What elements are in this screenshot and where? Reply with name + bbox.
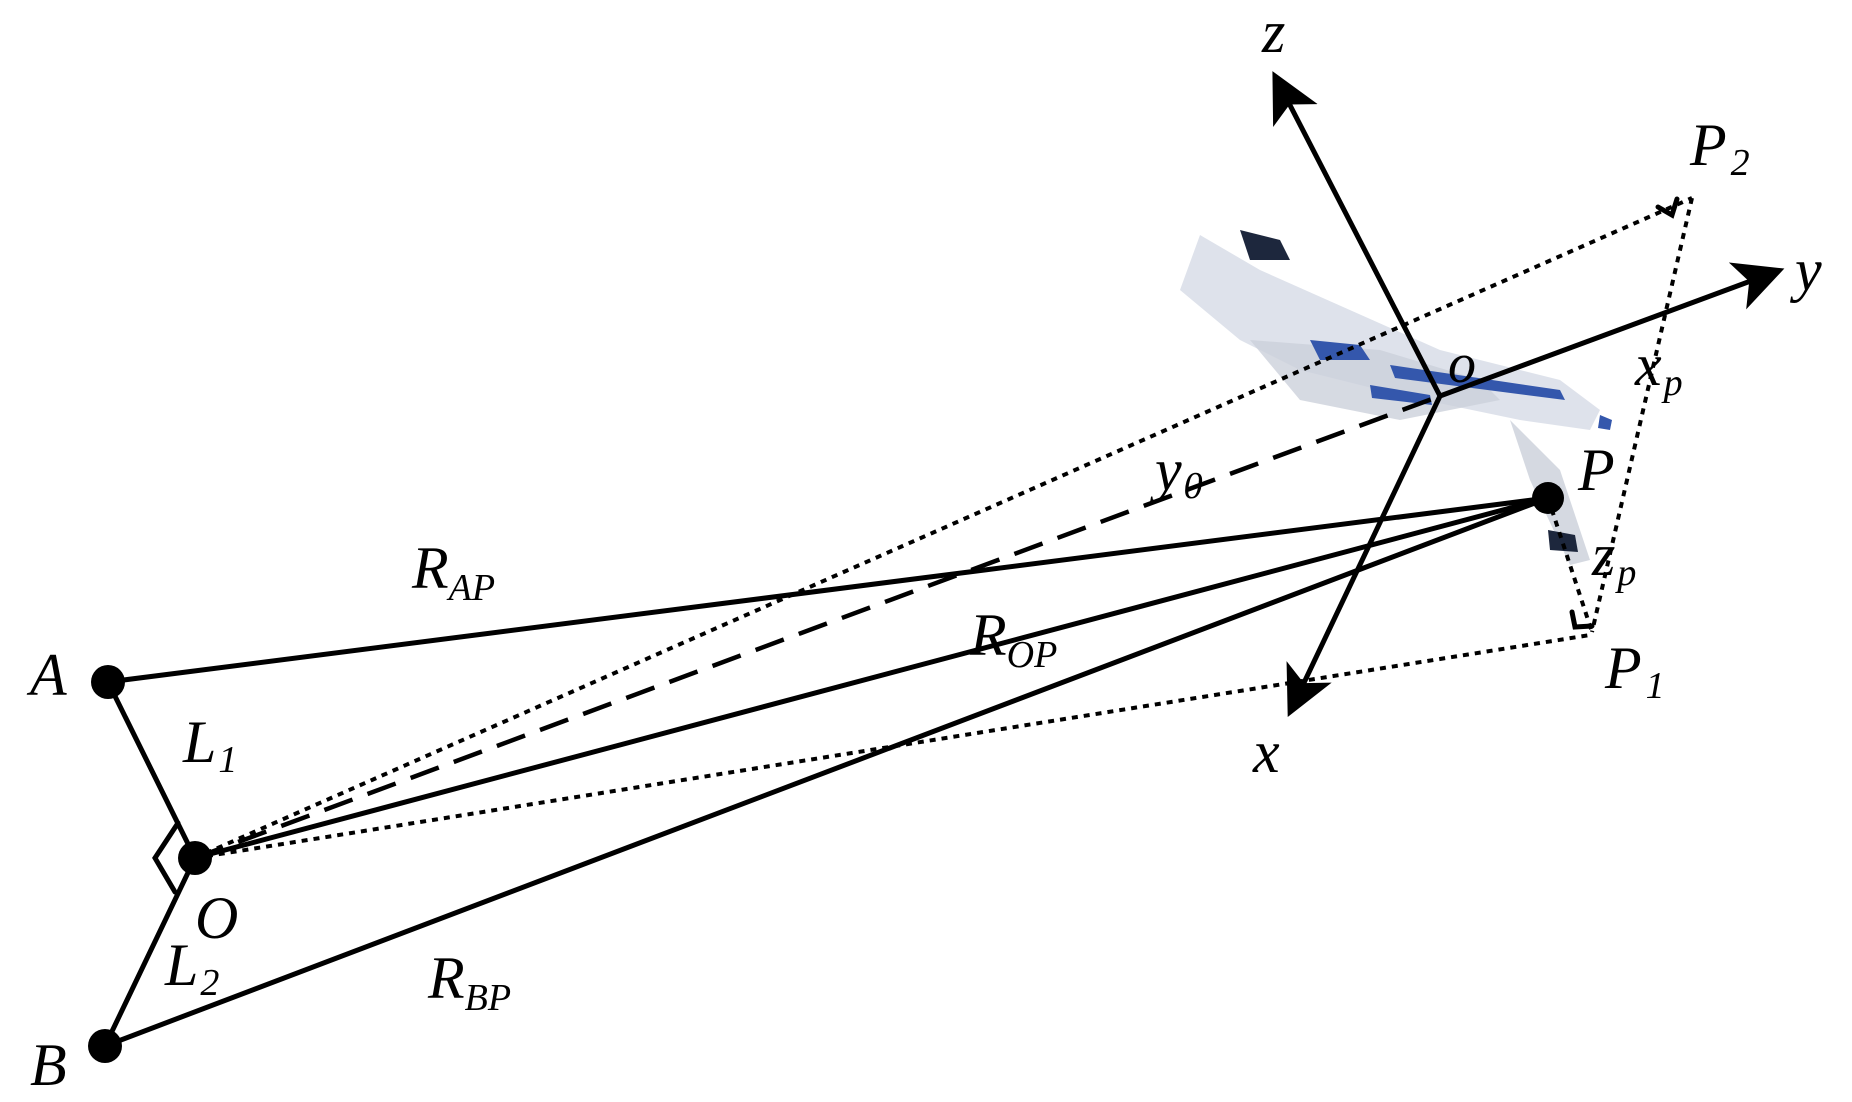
label-P: P	[1577, 437, 1615, 503]
label-RAP: RAP	[411, 535, 495, 609]
line-O-P	[192, 495, 1551, 861]
label-xp-sub: p	[1661, 362, 1683, 404]
line-A-O	[105, 679, 198, 861]
label-origin: o	[1448, 333, 1476, 395]
line-P2-P1	[1590, 197, 1694, 633]
label-P2-sub: 2	[1731, 142, 1750, 184]
right-angle-P2	[1655, 196, 1680, 219]
axis-x	[1286, 394, 1443, 718]
label-z-axis: z	[1261, 0, 1285, 65]
label-zp-sub: p	[1614, 552, 1636, 594]
label-ROP-main: R	[969, 602, 1007, 668]
label-L1: L1	[182, 709, 237, 781]
label-L2: L2	[164, 932, 219, 1004]
axis-z	[1272, 71, 1443, 398]
label-ROP: ROP	[969, 602, 1057, 676]
label-RBP: RBP	[427, 945, 511, 1019]
label-L1-sub: 1	[218, 739, 237, 781]
label-zp: zp	[1591, 522, 1636, 594]
label-L2-main: L	[164, 932, 198, 998]
airplane-icon	[1180, 230, 1612, 565]
right-angle-P1	[1569, 609, 1595, 630]
label-RAP-main: R	[411, 535, 449, 601]
point-B	[88, 1029, 122, 1063]
axis-y	[1439, 262, 1785, 399]
label-xp: xp	[1634, 332, 1683, 404]
label-O: O	[195, 885, 238, 951]
line-O-P2	[194, 196, 1693, 860]
line-A-P	[105, 495, 1551, 685]
label-P2-main: P	[1689, 112, 1727, 178]
label-y0-sub: 0	[1184, 465, 1203, 507]
line-B-P	[102, 495, 1551, 1049]
label-zp-main: z	[1591, 522, 1615, 588]
label-y0-main: y	[1149, 437, 1182, 503]
point-P	[1532, 482, 1564, 514]
label-ROP-sub: OP	[1007, 634, 1058, 676]
label-RBP-main: R	[427, 945, 465, 1011]
label-P1-main: P	[1604, 635, 1642, 701]
label-L2-sub: 2	[200, 962, 219, 1004]
label-B: B	[30, 1032, 67, 1098]
line-O-P1	[194, 633, 1591, 860]
label-x-axis: x	[1252, 719, 1280, 785]
line-O-origin	[194, 393, 1441, 861]
right-angle-O	[152, 820, 181, 895]
point-O	[178, 841, 212, 875]
label-xp-main: x	[1634, 332, 1662, 398]
label-P1-sub: 1	[1646, 665, 1665, 707]
label-y0: y0	[1149, 437, 1203, 507]
label-RAP-sub: AP	[446, 567, 495, 609]
point-A	[91, 665, 125, 699]
line-O-B	[102, 855, 198, 1049]
label-L1-main: L	[182, 709, 216, 775]
label-RBP-sub: BP	[465, 977, 511, 1019]
label-A: A	[26, 642, 67, 708]
label-y-axis: y	[1789, 237, 1822, 303]
